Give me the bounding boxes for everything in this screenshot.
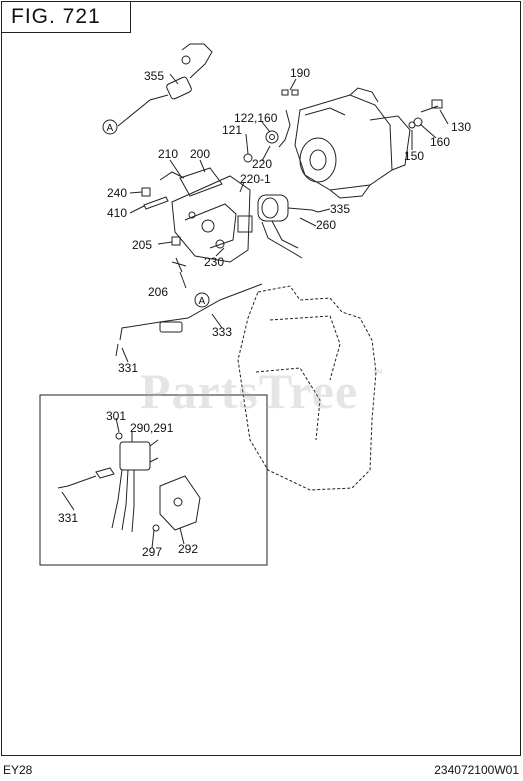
callout-410: 410 [107,206,127,220]
watermark-trademark: ™ [372,368,383,380]
callout-331-top: 331 [118,361,138,375]
connector-a-2: A [194,292,210,308]
solenoid-260[interactable] [237,194,319,259]
callout-220-1: 220-1 [240,172,271,186]
regulator-290[interactable] [57,432,159,533]
bracket-292[interactable] [152,475,201,532]
figure-title-box: FIG. 721 [1,1,131,33]
wire-harness-333[interactable] [115,283,263,357]
callout-210: 210 [158,147,178,161]
callout-292: 292 [178,542,198,556]
callout-121: 121 [222,123,242,137]
wire-harness-355[interactable] [117,43,213,127]
bolt-130[interactable] [408,99,443,129]
terminal-parts[interactable] [243,89,299,163]
callout-297: 297 [142,545,162,559]
watermark: PartsTree [140,363,359,419]
svg-text:A: A [107,123,114,134]
cover-200[interactable] [159,167,223,197]
callout-220: 220 [252,157,272,171]
callout-200: 200 [190,147,210,161]
footer-drawing-number: 234072100W01 [434,763,519,777]
starter-motor[interactable] [294,87,411,199]
callout-290-291: 290,291 [130,421,174,435]
leader-lines [61,73,449,549]
callout-333: 333 [212,325,232,339]
inset-box [39,394,268,566]
callout-260: 260 [316,218,336,232]
connector-a-1: A [102,119,118,135]
callout-301: 301 [106,409,126,423]
callout-160: 160 [430,135,450,149]
callout-335: 335 [330,202,350,216]
figure-title: FIG. 721 [11,5,101,28]
svg-text:A: A [199,296,206,307]
callout-355: 355 [144,69,164,83]
callout-122-160: 122,160 [234,111,278,125]
callout-190: 190 [290,66,310,80]
callout-230: 230 [204,255,224,269]
callout-205: 205 [132,238,152,252]
bolts-205-206-240[interactable] [141,187,187,273]
diagram-frame [1,1,521,756]
callout-150: 150 [404,149,424,163]
callout-240: 240 [107,186,127,200]
callout-206: 206 [148,285,168,299]
footer-model-code: EY28 [3,763,33,777]
callout-331-inset: 331 [58,511,78,525]
bracket-230[interactable] [171,175,251,263]
callouts: 355 190 122,160 121 130 160 150 220 210 … [58,66,471,559]
engine-block-outline [237,285,377,491]
callout-130: 130 [451,120,471,134]
